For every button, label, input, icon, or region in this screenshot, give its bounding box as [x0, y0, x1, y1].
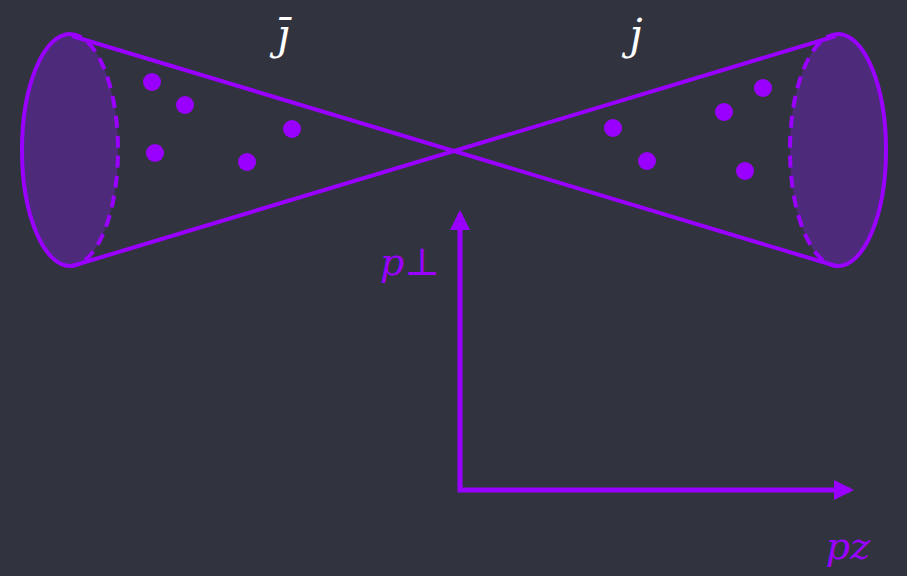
axis-arrow [458, 214, 463, 492]
cone-cap-outline [838, 34, 886, 266]
cone-cap [790, 34, 886, 266]
jet-label: j̄ [276, 14, 289, 56]
cone-side [72, 36, 836, 266]
axis-label: p⊥ [380, 243, 440, 281]
cone-cap-outline [22, 34, 70, 266]
axis-arrow [458, 488, 850, 493]
particles [143, 73, 772, 180]
cone-cap-hidden [70, 34, 118, 266]
cone-cap-hidden [790, 34, 838, 266]
cone-side [72, 36, 836, 266]
jet-label: j [629, 14, 642, 56]
cone-cap [22, 34, 118, 266]
axis-label: pz [826, 527, 870, 565]
